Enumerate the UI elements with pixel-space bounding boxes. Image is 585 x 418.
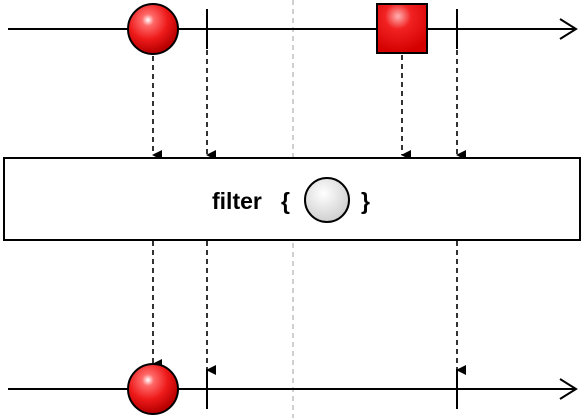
input-red-marble (127, 3, 179, 55)
output-timeline (8, 363, 578, 415)
operator-box-frame (3, 157, 581, 241)
input-axis-arrowhead (559, 18, 578, 40)
operator-close-brace: } (361, 188, 370, 214)
output-axis-arrowhead (559, 378, 578, 400)
operator-name: filter (212, 188, 262, 214)
input-red-square (376, 3, 428, 54)
input-arrows (152, 50, 466, 160)
input-timeline (8, 3, 578, 55)
operator-open-brace: { (281, 188, 290, 214)
predicate-marble (304, 177, 350, 223)
output-arrows (152, 241, 466, 375)
operator-box: filter { } (3, 157, 581, 241)
output-red-marble (127, 363, 179, 415)
